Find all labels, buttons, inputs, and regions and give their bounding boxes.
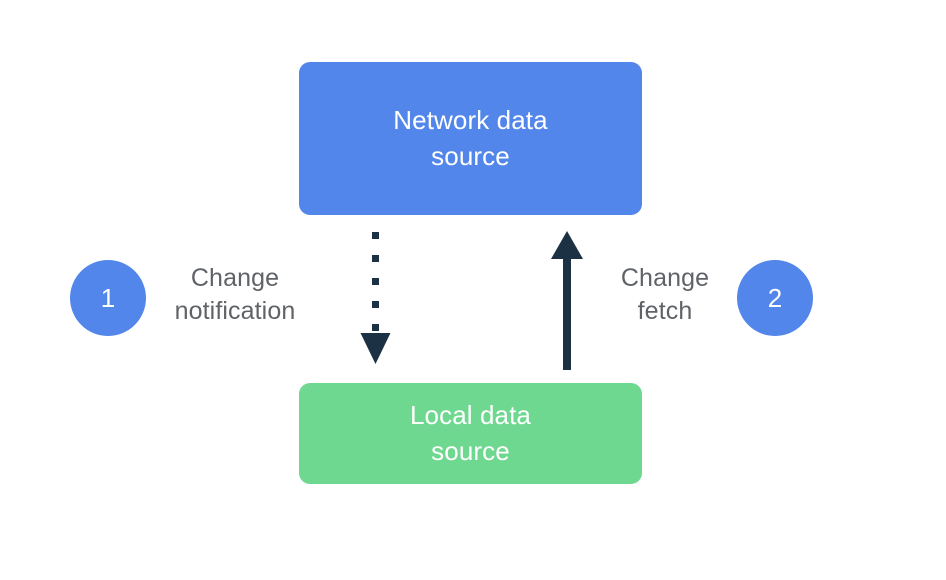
- solid-up-arrow-icon: [551, 231, 583, 370]
- step-badge-2-number: 2: [767, 283, 783, 313]
- step-badge-1-number: 1: [100, 283, 116, 313]
- node-local-data-source: Local data source: [299, 383, 642, 484]
- step-badge-1: 1: [70, 260, 146, 336]
- edge-label-change-notification: Change notification: [174, 264, 296, 325]
- node-network-data-source-label: Network data source: [393, 104, 548, 171]
- node-local-data-source-label: Local data source: [410, 399, 531, 466]
- dotted-down-arrow-icon: [360, 232, 391, 364]
- edge-label-change-fetch: Change fetch: [620, 264, 710, 325]
- step-badge-2: 2: [737, 260, 813, 336]
- node-network-data-source: Network data source: [299, 62, 642, 215]
